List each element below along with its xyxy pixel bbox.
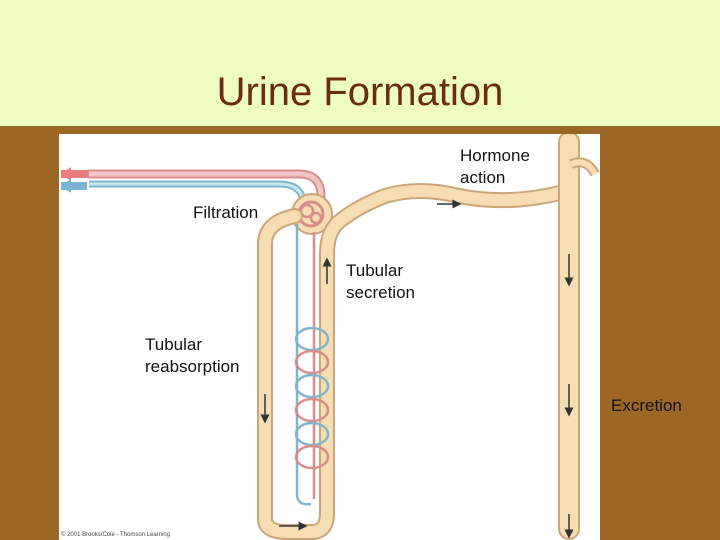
peritubular-capillaries	[294, 224, 330, 506]
label-line: Hormone	[460, 146, 530, 165]
label-filtration: Filtration	[193, 203, 259, 222]
label-excretion: Excretion	[611, 396, 682, 415]
nephron-figure: Hormone action Filtration Tubular secret…	[59, 134, 600, 540]
slide-title: Urine Formation	[216, 70, 504, 114]
glomerulus	[291, 193, 333, 235]
label-line: Tubular	[346, 261, 404, 280]
renal-tubule	[257, 183, 572, 540]
nephron-diagram	[61, 134, 600, 540]
copyright-credit: © 2001 Brooks/Cole - Thomson Learning	[61, 532, 171, 538]
label-hormone-action: Hormone action	[460, 145, 530, 189]
label-tubular-secretion: Tubular secretion	[346, 260, 415, 304]
label-tubular-reabsorption: Tubular reabsorption	[145, 334, 240, 378]
flow-arrows	[260, 199, 574, 531]
label-line: secretion	[346, 283, 415, 302]
label-line: reabsorption	[145, 357, 240, 376]
blood-vessels	[61, 167, 326, 219]
collecting-duct	[558, 134, 600, 540]
label-line: action	[460, 168, 506, 187]
label-line: Tubular	[145, 335, 203, 354]
title-banner: Urine Formation	[0, 0, 720, 126]
